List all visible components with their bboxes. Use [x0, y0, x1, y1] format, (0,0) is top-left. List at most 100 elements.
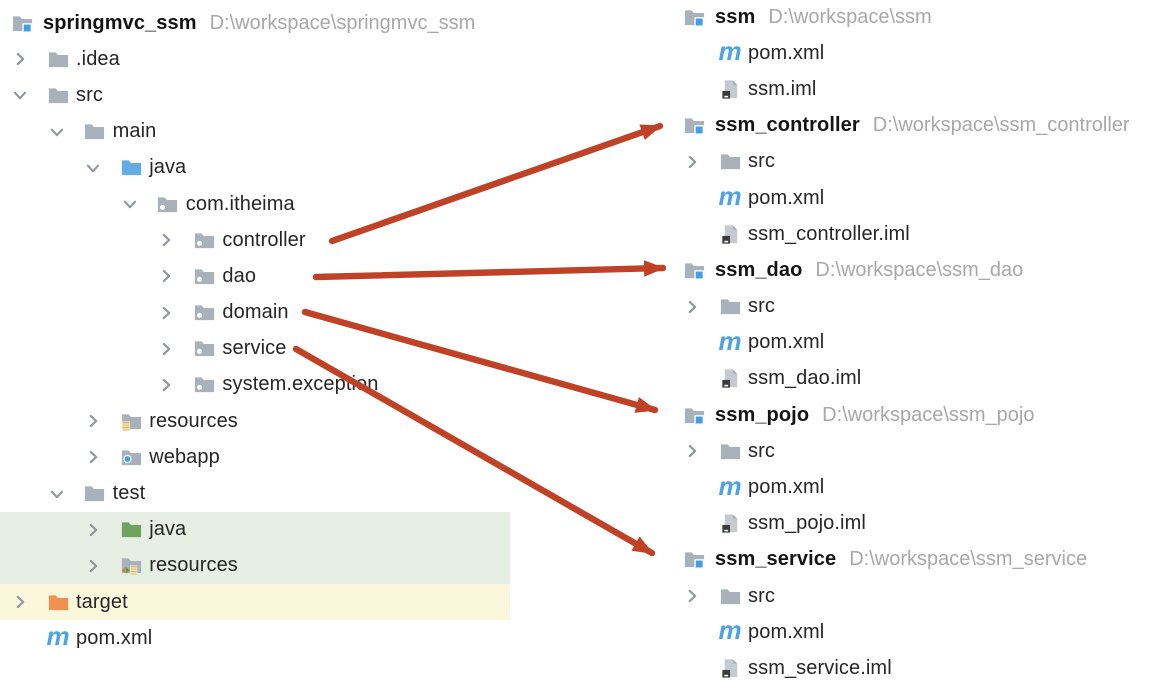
chevron-right-icon[interactable] — [6, 48, 34, 70]
iml-icon — [718, 223, 742, 246]
item-label: java — [149, 156, 187, 179]
tree-item-resources[interactable]: resources — [0, 403, 672, 439]
chevron-right-icon[interactable] — [678, 151, 706, 173]
folder-test-icon — [119, 518, 143, 541]
indent — [0, 457, 79, 458]
indent — [0, 167, 79, 168]
tree-item-webapp[interactable]: webapp — [0, 439, 672, 475]
package-icon — [156, 193, 180, 216]
item-label: com.itheima — [185, 192, 295, 215]
item-label: ssm.iml — [748, 77, 817, 100]
tree-item-test[interactable]: test — [0, 475, 672, 511]
item-label: system.exception — [222, 373, 379, 396]
folder-source-icon — [119, 156, 143, 179]
tree-item-domain[interactable]: domain — [0, 295, 672, 331]
chevron-right-icon[interactable] — [678, 585, 706, 607]
chevron-down-icon[interactable] — [43, 483, 71, 505]
tree-item-com-itheima[interactable]: com.itheima — [0, 186, 672, 222]
item-label: pom.xml — [748, 186, 825, 209]
tree-item-service[interactable]: service — [0, 331, 672, 367]
item-label: service — [222, 337, 287, 360]
folder-icon — [46, 84, 70, 107]
tree-item-ssm-pojo[interactable]: ssm_pojo D:\workspace\ssm_pojo — [672, 397, 1156, 433]
package-icon — [192, 373, 216, 396]
tree-item-java[interactable]: java — [0, 150, 672, 186]
chevron-right-icon[interactable] — [79, 446, 107, 468]
tree-item-src[interactable]: src — [672, 433, 1156, 469]
folder-icon — [83, 120, 107, 143]
item-label: pom.xml — [748, 331, 825, 354]
item-label: main — [112, 120, 157, 143]
project-icon — [682, 6, 706, 29]
chevron-right-icon[interactable] — [152, 302, 180, 324]
tree-item-resources[interactable]: resources — [0, 547, 510, 584]
chevron-down-icon[interactable] — [43, 121, 71, 143]
item-label: ssm_dao — [715, 258, 803, 281]
package-icon — [192, 229, 216, 252]
tree-item-ssm-pojo-iml[interactable]: ssm_pojo.iml — [672, 506, 1156, 542]
tree-item-ssm-iml[interactable]: ssm.iml — [672, 71, 1156, 107]
chevron-right-icon[interactable] — [79, 519, 107, 541]
item-label: src — [748, 295, 775, 318]
tree-item-target[interactable]: target — [0, 584, 510, 621]
maven-icon: m — [718, 615, 742, 646]
indent — [672, 378, 678, 379]
folder-excluded-icon — [46, 591, 70, 614]
indent — [672, 487, 678, 488]
chevron-right-icon[interactable] — [152, 338, 180, 360]
tree-item-ssm-dao-iml[interactable]: ssm_dao.iml — [672, 361, 1156, 397]
tree-item-system-exception[interactable]: system.exception — [0, 367, 672, 403]
chevron-right-icon[interactable] — [678, 296, 706, 318]
chevron-down-icon[interactable] — [79, 157, 107, 179]
chevron-down-icon[interactable] — [116, 193, 144, 215]
indent — [0, 204, 116, 205]
item-label: pom.xml — [748, 476, 825, 499]
indent — [672, 125, 682, 126]
chevron-right-icon[interactable] — [152, 229, 180, 251]
item-label: ssm_pojo.iml — [748, 512, 866, 535]
chevron-right-icon[interactable] — [152, 265, 180, 287]
chevron-down-icon[interactable] — [6, 84, 34, 106]
chevron-right-icon[interactable] — [79, 410, 107, 432]
tree-item-controller[interactable]: controller — [0, 222, 672, 258]
tree-item-dao[interactable]: dao — [0, 258, 672, 294]
tree-item-java[interactable]: java — [0, 511, 510, 548]
tree-item-src[interactable]: src — [672, 289, 1156, 325]
tree-item-main[interactable]: main — [0, 114, 672, 150]
chevron-right-icon[interactable] — [152, 374, 180, 396]
folder-webapp-icon — [119, 446, 143, 469]
item-label: ssm_controller — [715, 114, 860, 137]
chevron-right-icon[interactable] — [79, 555, 107, 577]
item-path: D:\workspace\ssm_pojo — [822, 403, 1035, 426]
item-label: ssm_pojo — [715, 403, 810, 426]
tree-item-ssm-service-iml[interactable]: ssm_service.iml — [672, 650, 1156, 686]
indent — [0, 276, 152, 277]
package-icon — [192, 301, 216, 324]
folder-test-resources-icon — [119, 554, 143, 577]
chevron-right-icon[interactable] — [678, 440, 706, 462]
chevron-right-icon[interactable] — [6, 591, 34, 613]
tree-item-src[interactable]: src — [672, 578, 1156, 614]
item-label: springmvc_ssm — [43, 11, 197, 34]
item-label: .idea — [76, 47, 120, 70]
tree-item-ssm-controller-iml[interactable]: ssm_controller.iml — [672, 216, 1156, 252]
indent — [0, 23, 10, 24]
item-path: D:\workspace\ssm — [768, 5, 932, 28]
tree-item-src[interactable]: src — [0, 77, 672, 113]
indent — [672, 668, 678, 669]
tree-item-src[interactable]: src — [672, 144, 1156, 180]
iml-icon — [718, 512, 742, 535]
tree-item-idea[interactable]: .idea — [0, 41, 672, 77]
